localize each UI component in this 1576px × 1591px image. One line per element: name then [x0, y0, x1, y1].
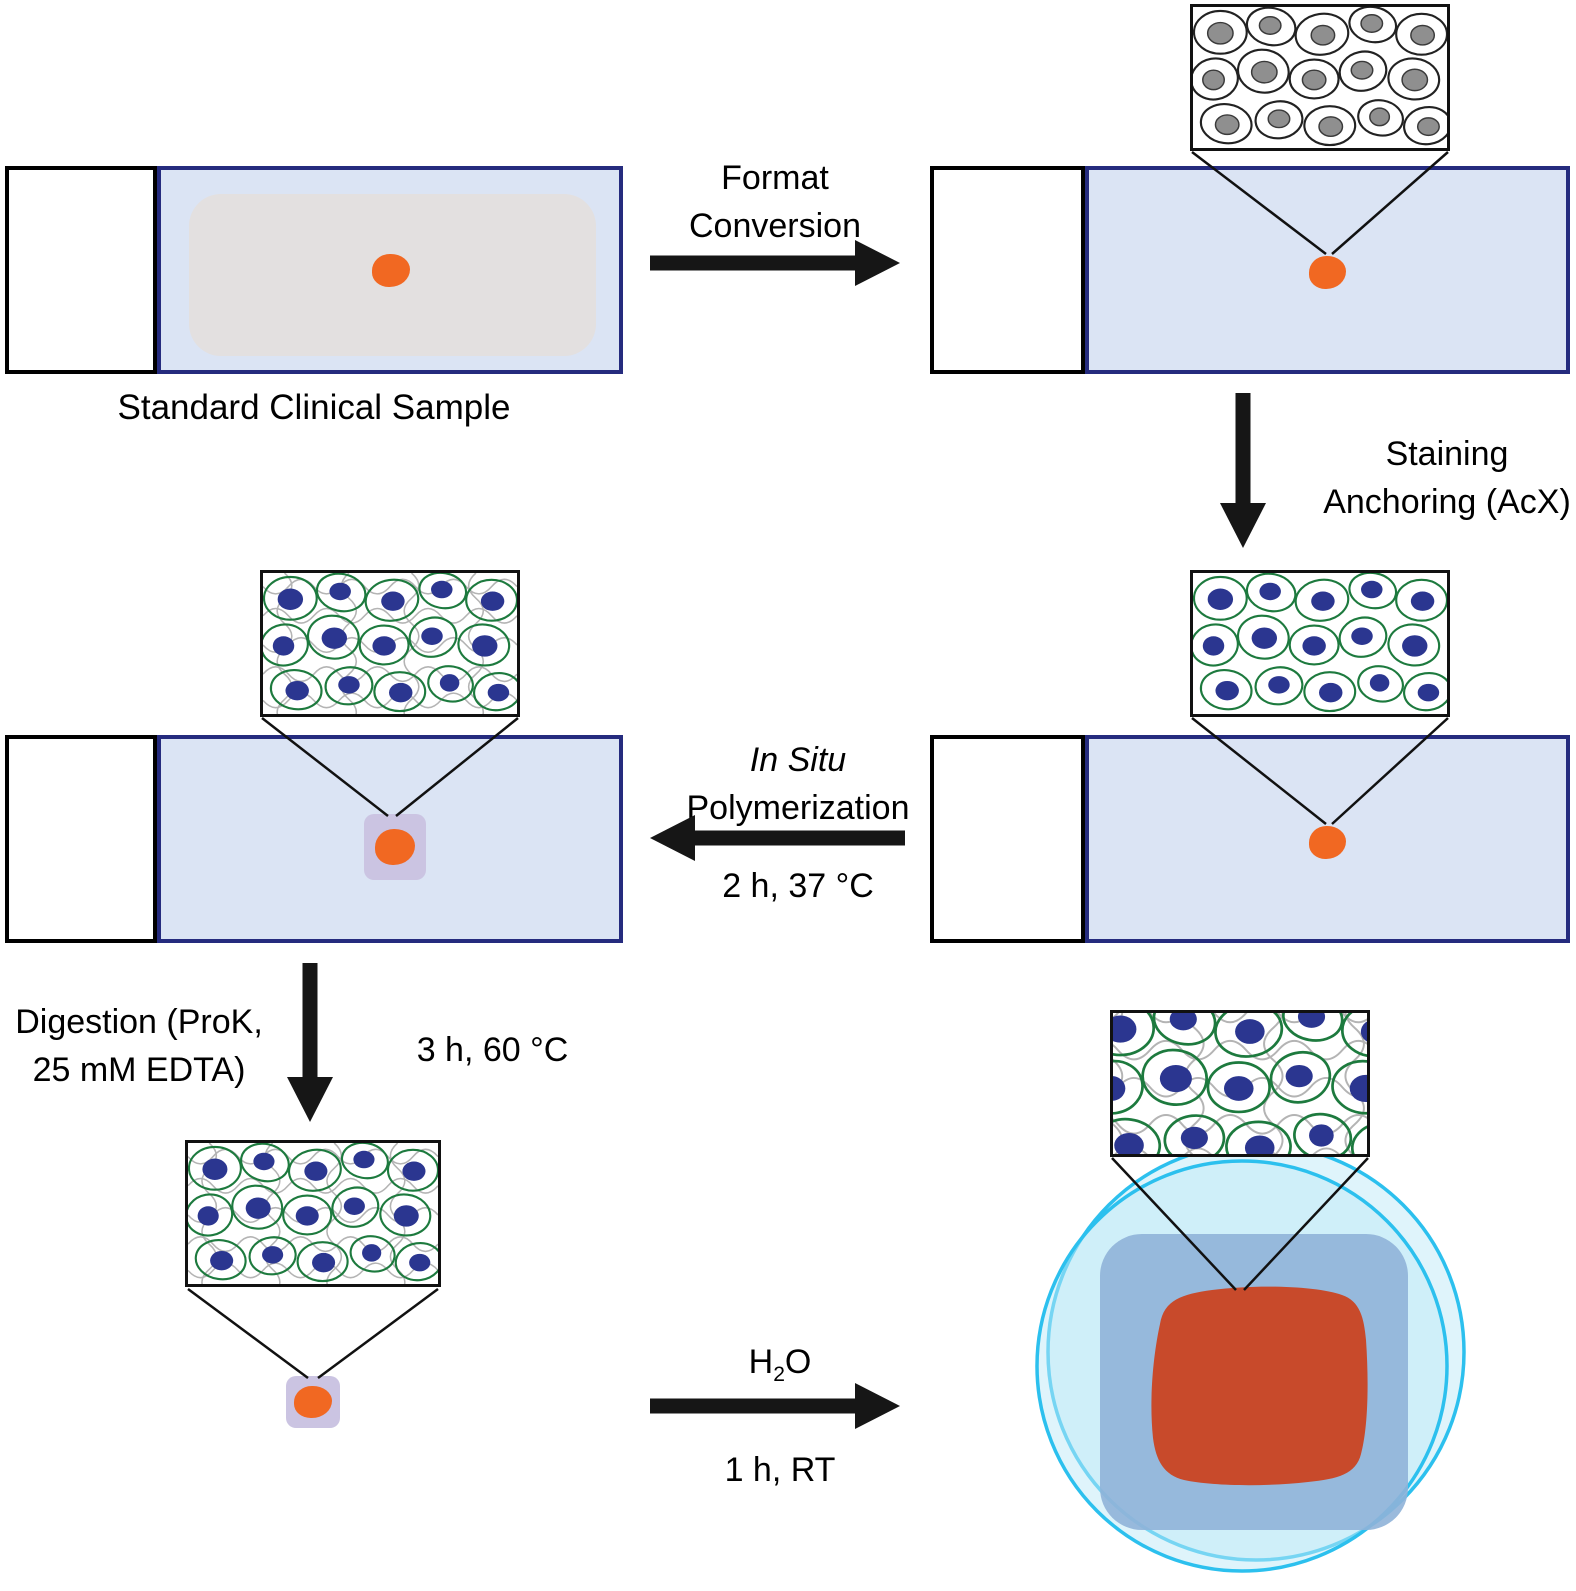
- label-line: Staining: [1385, 435, 1509, 473]
- digestion-arrow: [287, 963, 333, 1122]
- slide-frosted-end: [5, 735, 157, 943]
- staining-anchoring-arrow: [1220, 393, 1266, 548]
- label-line: Conversion: [689, 207, 861, 246]
- specimen-blob: [294, 1386, 332, 1418]
- slide-glass: [1085, 735, 1570, 943]
- inset-he-cells: [1190, 4, 1450, 151]
- slide-glass: [157, 166, 623, 374]
- label-part: O: [784, 1343, 812, 1381]
- label-h2o: H2O: [685, 1338, 875, 1390]
- specimen-blob: [1309, 256, 1346, 289]
- inset-anchored-cells: [1190, 570, 1450, 717]
- label-line: Format: [721, 159, 829, 197]
- inset-polymerized-cells: [260, 570, 520, 717]
- slide-standard-sample: [5, 166, 623, 374]
- slide-glass: [157, 735, 623, 943]
- label-subscript: 2: [773, 1362, 785, 1386]
- specimen-blob: [375, 829, 415, 865]
- slide-format-converted: [930, 166, 1570, 374]
- label-line: In Situ: [749, 741, 847, 779]
- slide-frosted-end: [930, 735, 1085, 943]
- caption-standard-clinical-sample: Standard Clinical Sample: [117, 388, 511, 427]
- cell-field-digested: [188, 1143, 438, 1284]
- cell-field-unstained: [1193, 7, 1447, 148]
- zoom-lines-digested-inset: [187, 1287, 439, 1380]
- label-line: Digestion (ProK,: [15, 1003, 263, 1041]
- slide-polymerized: [5, 735, 623, 943]
- gel-pad: [364, 814, 426, 880]
- cell-field-expanded: [1113, 1013, 1367, 1154]
- label-line: 25 mM EDTA): [32, 1051, 246, 1090]
- label-line: Polymerization: [686, 789, 910, 828]
- cell-field-polymerized: [263, 573, 517, 714]
- slide-frosted-end: [930, 166, 1085, 374]
- expanded-gel: [1035, 1142, 1466, 1573]
- specimen-blob: [1309, 826, 1346, 859]
- label-polymerization-condition: 2 h, 37 °C: [722, 867, 874, 905]
- inset-digested-cells: [185, 1140, 441, 1287]
- label-digestion: Digestion (ProK, 25 mM EDTA): [0, 998, 278, 1095]
- cell-field-anchored: [1193, 573, 1447, 714]
- label-digestion-condition: 3 h, 60 °C: [416, 1031, 569, 1069]
- digested-gel-pad: [286, 1376, 340, 1428]
- label-staining-anchoring: Staining Anchoring (AcX): [1318, 430, 1576, 527]
- expanded-specimen-blob: [1151, 1286, 1368, 1486]
- label-expansion-condition: 1 h, RT: [724, 1451, 836, 1489]
- expansion-arrow: [650, 1383, 900, 1429]
- slide-glass: [1085, 166, 1570, 374]
- label-format-conversion: Format Conversion: [645, 154, 905, 251]
- inset-expanded-cells: [1110, 1010, 1370, 1157]
- label-part: H: [748, 1343, 774, 1381]
- slide-frosted-end: [5, 166, 157, 374]
- label-line: Anchoring (AcX): [1323, 483, 1571, 522]
- slide-anchored: [930, 735, 1570, 943]
- specimen-blob: [372, 254, 410, 287]
- label-in-situ-polymerization: In Situ Polymerization: [648, 736, 948, 833]
